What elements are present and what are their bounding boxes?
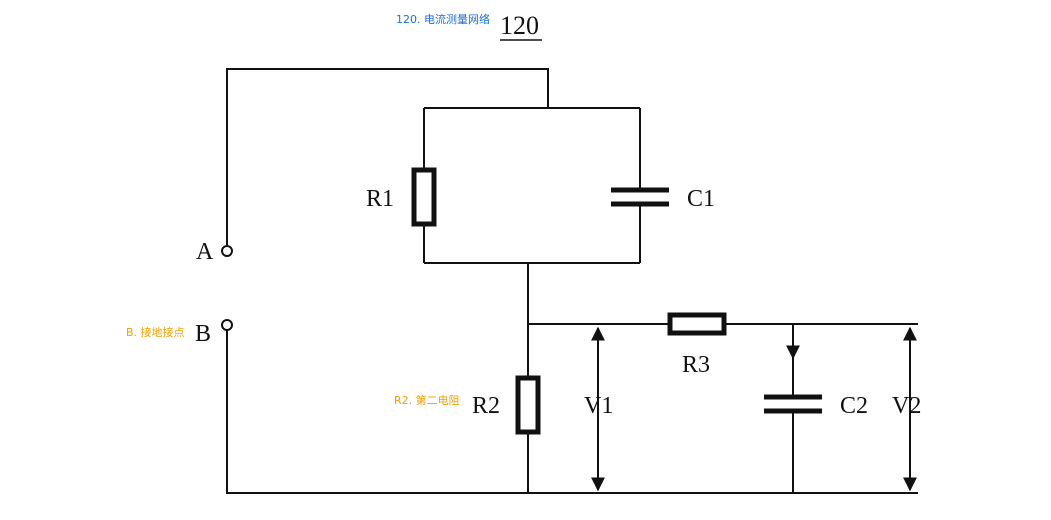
label-v1: V1 — [584, 393, 613, 419]
resistor-r1 — [411, 167, 437, 227]
wire-a-top — [226, 68, 549, 245]
diagram-title: 120 — [500, 11, 539, 40]
label-c1: C1 — [687, 186, 715, 212]
label-r3: R3 — [682, 352, 710, 378]
label-v2: V2 — [892, 393, 921, 419]
b-annotation: B. 接地接点 — [126, 326, 185, 339]
label-r1: R1 — [366, 186, 394, 212]
label-c2: C2 — [840, 393, 868, 419]
label-terminal-a: A — [196, 239, 214, 265]
terminal-a — [221, 245, 233, 257]
wire-b-bottom — [226, 330, 918, 494]
title-annotation: 120. 电流测量网络 — [396, 12, 490, 26]
r2-annotation: R2. 第二电阻 — [394, 393, 460, 407]
label-terminal-b: B — [195, 321, 211, 347]
label-r2: R2 — [472, 393, 500, 419]
resistor-r2 — [515, 375, 541, 435]
resistor-r3 — [667, 312, 727, 336]
terminal-b — [221, 319, 233, 331]
